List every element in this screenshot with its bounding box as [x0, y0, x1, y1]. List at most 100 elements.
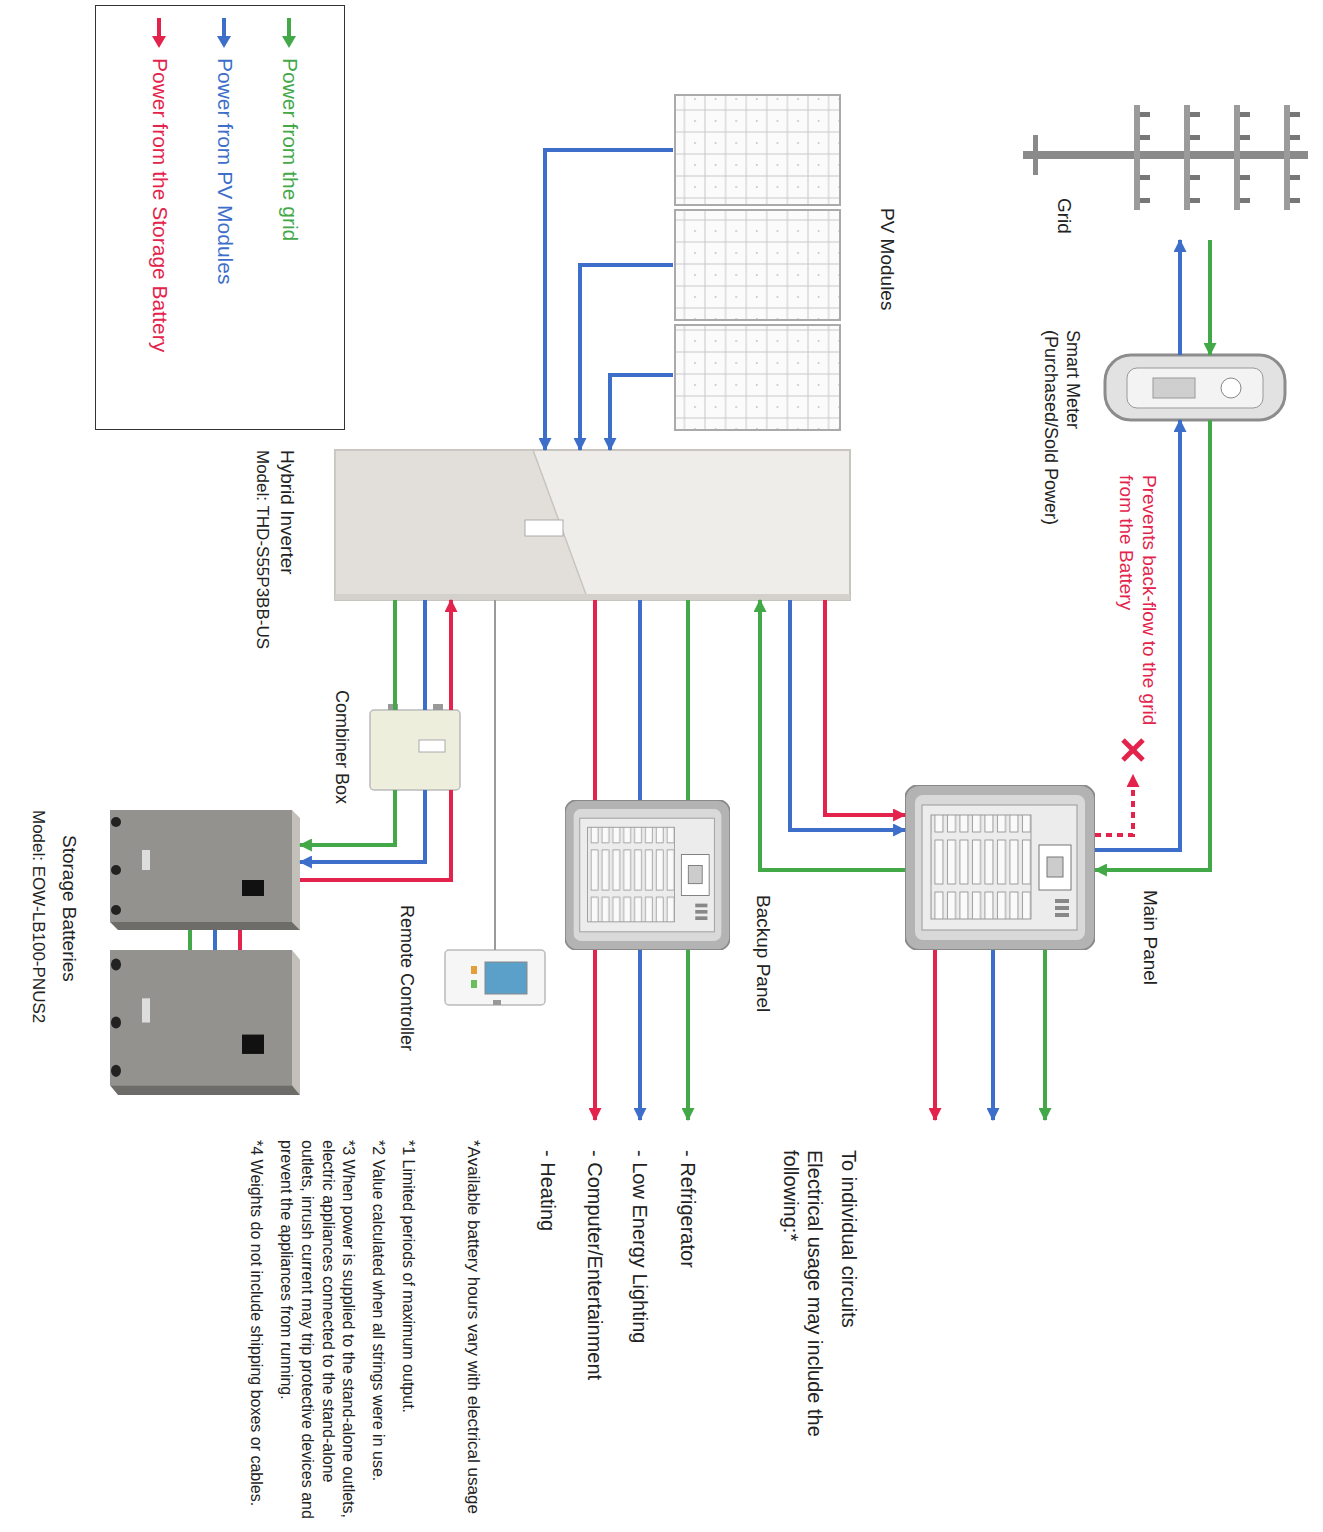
blocked-backflow — [1095, 740, 1143, 835]
usage-item: - Heating — [536, 1150, 560, 1231]
remote-controller — [445, 950, 545, 1005]
power-connector — [790, 600, 905, 830]
power-connector — [825, 600, 905, 815]
component-node: PV Modules — [673, 95, 840, 430]
power-connector — [638, 600, 642, 800]
power-connector — [545, 150, 673, 450]
legend-box: Power from the grid Power from PV Modules… — [95, 5, 345, 430]
power-connector — [580, 265, 673, 450]
circuit-output-arrow — [686, 950, 690, 1120]
legend-swatch — [217, 36, 231, 48]
component-node: Hybrid InverterModel: THD-S55P3BB-US — [335, 450, 850, 600]
legend-swatch — [152, 36, 166, 48]
footnote: *4 Weights do not include shipping boxes… — [245, 1140, 266, 1525]
storage-battery — [188, 930, 192, 950]
footnote: *1 Limited periods of maximum output. — [397, 1140, 418, 1525]
power-connector — [300, 790, 425, 862]
legend-swatch — [287, 18, 291, 38]
legend-text: Power from PV Modules — [213, 58, 238, 284]
blocked-backflow — [1123, 740, 1143, 760]
power-connector — [423, 600, 427, 710]
legend-swatch — [274, 16, 304, 50]
power-connector — [593, 600, 597, 800]
footnote: *2 Value calculated when all strings wer… — [367, 1140, 388, 1525]
pv-module — [675, 95, 840, 205]
component-label: Main Panel — [1138, 890, 1161, 985]
usage-heading: To individual circuits — [837, 1150, 861, 1328]
power-connector — [760, 600, 905, 870]
component-label: Model: EOW-LB100-PNUS2 — [28, 810, 48, 1023]
component-label: Storage Batteries — [57, 835, 80, 982]
remote-controller — [471, 966, 477, 974]
usage-item: - Refrigerator — [676, 1150, 700, 1268]
hybrid-inverter — [335, 594, 850, 600]
component-label: PV Modules — [875, 208, 898, 310]
backup-panel — [565, 800, 730, 950]
power-connector — [1095, 420, 1210, 870]
power-connector — [300, 790, 451, 880]
hybrid-inverter — [525, 520, 563, 536]
main-panel — [905, 785, 1095, 950]
usage-item: - Computer/Entertainment — [583, 1150, 607, 1380]
component-node: Grid — [1018, 95, 1313, 240]
hybrid-inverter — [335, 450, 588, 600]
legend-text: Power from the Storage Battery — [148, 58, 173, 352]
combiner-box — [370, 710, 460, 790]
smart-meter — [1153, 378, 1195, 398]
storage-battery — [110, 950, 300, 1095]
component-node: Combiner Box — [370, 710, 460, 790]
component-label: Model: THD-S55P3BB-US — [252, 450, 272, 649]
backup-panel — [565, 800, 730, 950]
power-connector — [449, 600, 453, 710]
footnotes: *1 Limited periods of maximum output. *2 … — [245, 1140, 418, 1525]
component-node: Main Panel — [905, 785, 1095, 950]
circuit-output-arrow — [593, 950, 597, 1120]
component-label: Smart Meter (Purchased/Sold Power) — [1040, 330, 1083, 565]
circuit-output-arrow — [638, 950, 642, 1120]
usage-item: - Low Energy Lighting — [628, 1150, 652, 1343]
utility-pole — [1284, 105, 1300, 210]
storage-battery — [110, 810, 300, 1095]
usage-note: *Available battery hours vary with elect… — [463, 1140, 483, 1525]
remote-controller — [493, 1000, 501, 1005]
blocked-backflow — [1123, 740, 1143, 760]
usage-heading: Electrical usage may include the followi… — [779, 1150, 827, 1520]
footnote: *3 When power is supplied to the stand-a… — [275, 1140, 358, 1525]
component-label: Remote Controller — [395, 905, 417, 1051]
remote-controller — [471, 980, 477, 988]
legend-swatch — [209, 16, 239, 50]
utility-pole — [1033, 135, 1038, 175]
power-connector — [1095, 420, 1180, 850]
utility-pole — [1234, 105, 1250, 210]
main-panel — [905, 785, 1095, 950]
power-connector — [1208, 240, 1212, 355]
component-node: Smart Meter (Purchased/Sold Power) — [1105, 355, 1285, 420]
legend-swatch — [157, 18, 161, 38]
blocked-backflow — [1095, 775, 1133, 835]
callout-note: Prevents back-flow to the grid from the … — [1114, 475, 1160, 727]
component-label: Hybrid Inverter — [275, 450, 298, 575]
storage-battery — [238, 930, 242, 950]
pv-module — [675, 95, 840, 430]
utility-pole — [1134, 105, 1150, 210]
combiner-box — [370, 704, 460, 790]
combiner-box — [419, 740, 445, 752]
hybrid-inverter — [335, 450, 850, 600]
storage-battery — [110, 810, 300, 930]
power-connector — [686, 600, 690, 800]
storage-battery — [213, 930, 217, 950]
component-node: Remote Controller — [445, 950, 545, 1005]
circuit-output-arrow — [1043, 950, 1047, 1120]
circuit-output-arrow — [933, 950, 937, 1120]
pv-module — [675, 210, 840, 320]
component-node: Storage BatteriesModel: EOW-LB100-PNUS2 — [110, 810, 300, 1095]
hybrid-inverter — [335, 450, 850, 600]
remote-controller — [485, 962, 527, 994]
smart-meter — [1127, 368, 1263, 408]
power-connector — [393, 600, 397, 710]
legend-text: Power from the grid — [278, 58, 303, 241]
utility-pole — [1184, 105, 1200, 210]
utility-pole — [1023, 151, 1308, 159]
component-label: Grid — [1052, 198, 1075, 234]
